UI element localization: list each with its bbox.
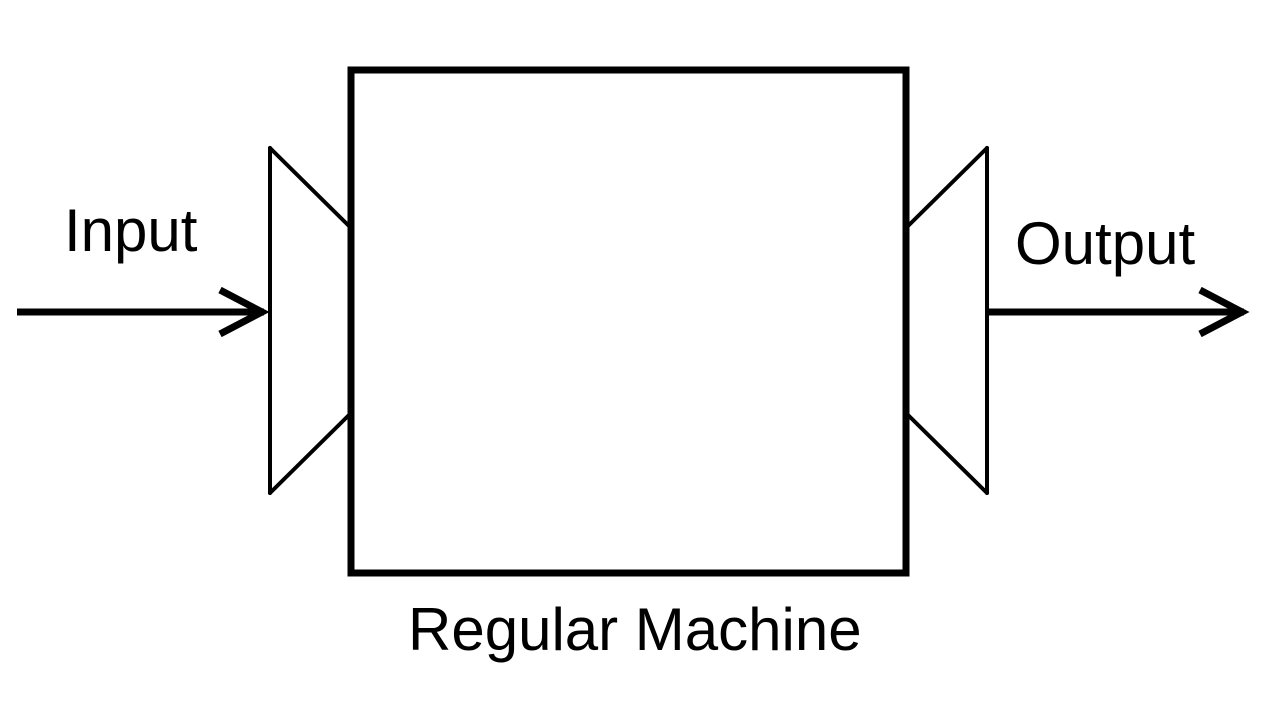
output-funnel (906, 146, 989, 495)
input-arrow (17, 286, 270, 338)
machine-box (347, 66, 910, 577)
output-arrow (987, 286, 1250, 338)
input-label: Input (64, 197, 198, 264)
input-funnel (268, 146, 351, 495)
machine-label: Regular Machine (408, 596, 862, 663)
output-label: Output (1015, 210, 1195, 277)
